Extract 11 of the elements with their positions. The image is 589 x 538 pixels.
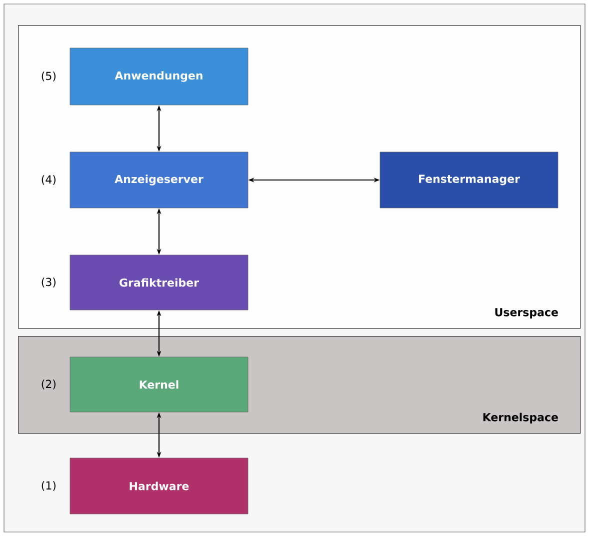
level-number: (3) — [42, 278, 56, 288]
process-box: Anzeigeserver — [70, 152, 248, 208]
level-number: (2) — [42, 380, 56, 390]
level-number: (1) — [42, 481, 56, 491]
process-box: Fenstermanager — [380, 152, 558, 208]
process-box: Grafiktreiber — [70, 254, 248, 310]
process-box: Kernel — [70, 356, 248, 412]
process-box: Anwendungen — [70, 48, 248, 106]
level-number: (5) — [42, 72, 56, 82]
process-box: Hardware — [70, 458, 248, 514]
level-number: (4) — [42, 175, 56, 185]
